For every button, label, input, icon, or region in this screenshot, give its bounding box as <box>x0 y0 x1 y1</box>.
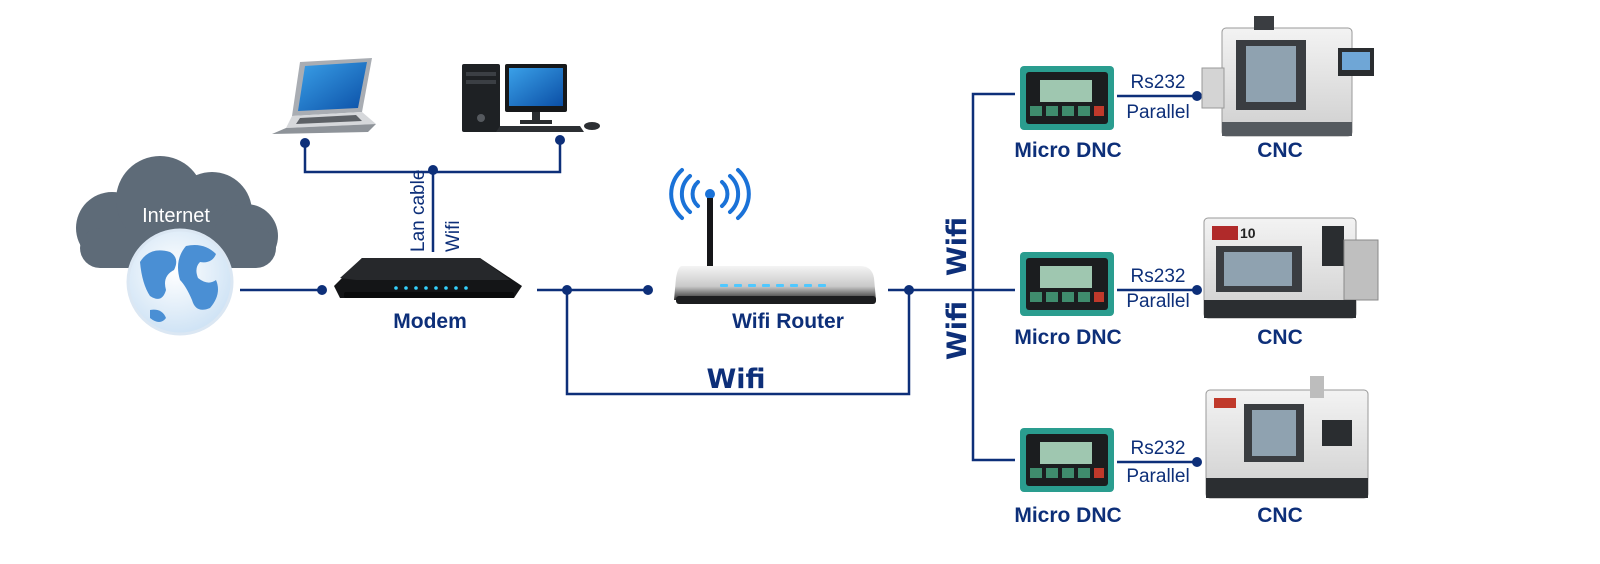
wifi-trunk-bottom-label: Wifi <box>942 301 973 360</box>
modem-node: Modem Lan cable Wifi <box>334 170 522 333</box>
rs232-label: Rs232 <box>1131 72 1186 93</box>
micro-dnc-label: Micro DNC <box>1014 504 1121 527</box>
cnc-machine-icon[interactable] <box>1205 376 1369 499</box>
cnc-label: CNC <box>1257 504 1303 527</box>
micro-dnc-label: Micro DNC <box>1014 139 1121 162</box>
modem-label: Modem <box>393 310 467 333</box>
micro-dnc-icon[interactable] <box>1020 66 1114 130</box>
dnc-trunk-line <box>971 92 1015 462</box>
micro-dnc-label: Micro DNC <box>1014 326 1121 349</box>
cnc-label: CNC <box>1257 326 1303 349</box>
lan-cable-label: Lan cable <box>408 170 429 252</box>
laptop-icon[interactable] <box>272 58 376 134</box>
internet-node: Internet <box>76 156 278 336</box>
micro-dnc-icon[interactable] <box>1020 252 1114 316</box>
junction-dot <box>643 285 653 295</box>
antenna-icon <box>707 198 713 268</box>
parallel-label: Parallel <box>1126 466 1189 487</box>
junction-dot <box>317 285 327 295</box>
cnc-badge: 10 <box>1240 225 1256 241</box>
rs232-label: Rs232 <box>1131 438 1186 459</box>
junction-dot <box>1192 91 1202 101</box>
junction-dot <box>562 285 572 295</box>
parallel-label: Parallel <box>1126 102 1189 123</box>
wifi-trunk-top-label: Wifi <box>942 217 973 276</box>
rs232-label: Rs232 <box>1131 266 1186 287</box>
wifi-loop-line <box>565 290 911 396</box>
junction-dot <box>1192 285 1202 295</box>
desktop-computer-icon[interactable] <box>462 64 600 132</box>
router-label: Wifi Router <box>732 310 844 333</box>
machine-row-3: Micro DNC Rs232 Parallel CNC <box>1014 376 1369 527</box>
modem-wifi-label: Wifi <box>443 220 464 252</box>
wifi-loop-label: Wifi <box>706 364 765 395</box>
parallel-label: Parallel <box>1126 291 1189 312</box>
machine-row-1: Micro DNC Rs232 Parallel CNC <box>1014 16 1374 162</box>
globe-icon <box>126 228 234 336</box>
junction-dot <box>300 138 310 148</box>
cnc-label: CNC <box>1257 139 1303 162</box>
machine-row-2: Micro DNC Rs232 Parallel 10 CNC <box>1014 217 1379 349</box>
router-icon[interactable] <box>674 266 876 304</box>
junction-dot <box>904 285 914 295</box>
antenna-tip-icon <box>705 189 715 199</box>
junction-dot <box>1192 457 1202 467</box>
internet-label: Internet <box>142 205 210 227</box>
cnc-machine-icon[interactable]: 10 <box>1203 217 1379 319</box>
micro-dnc-icon[interactable] <box>1020 428 1114 492</box>
modem-icon[interactable] <box>334 258 522 298</box>
junction-dot <box>555 135 565 145</box>
wifi-signal-icon <box>669 168 751 220</box>
junction-dot <box>428 165 438 175</box>
cnc-machine-icon[interactable] <box>1201 16 1374 137</box>
connection-dots <box>300 91 1202 467</box>
router-node: Wifi Router <box>669 168 876 333</box>
